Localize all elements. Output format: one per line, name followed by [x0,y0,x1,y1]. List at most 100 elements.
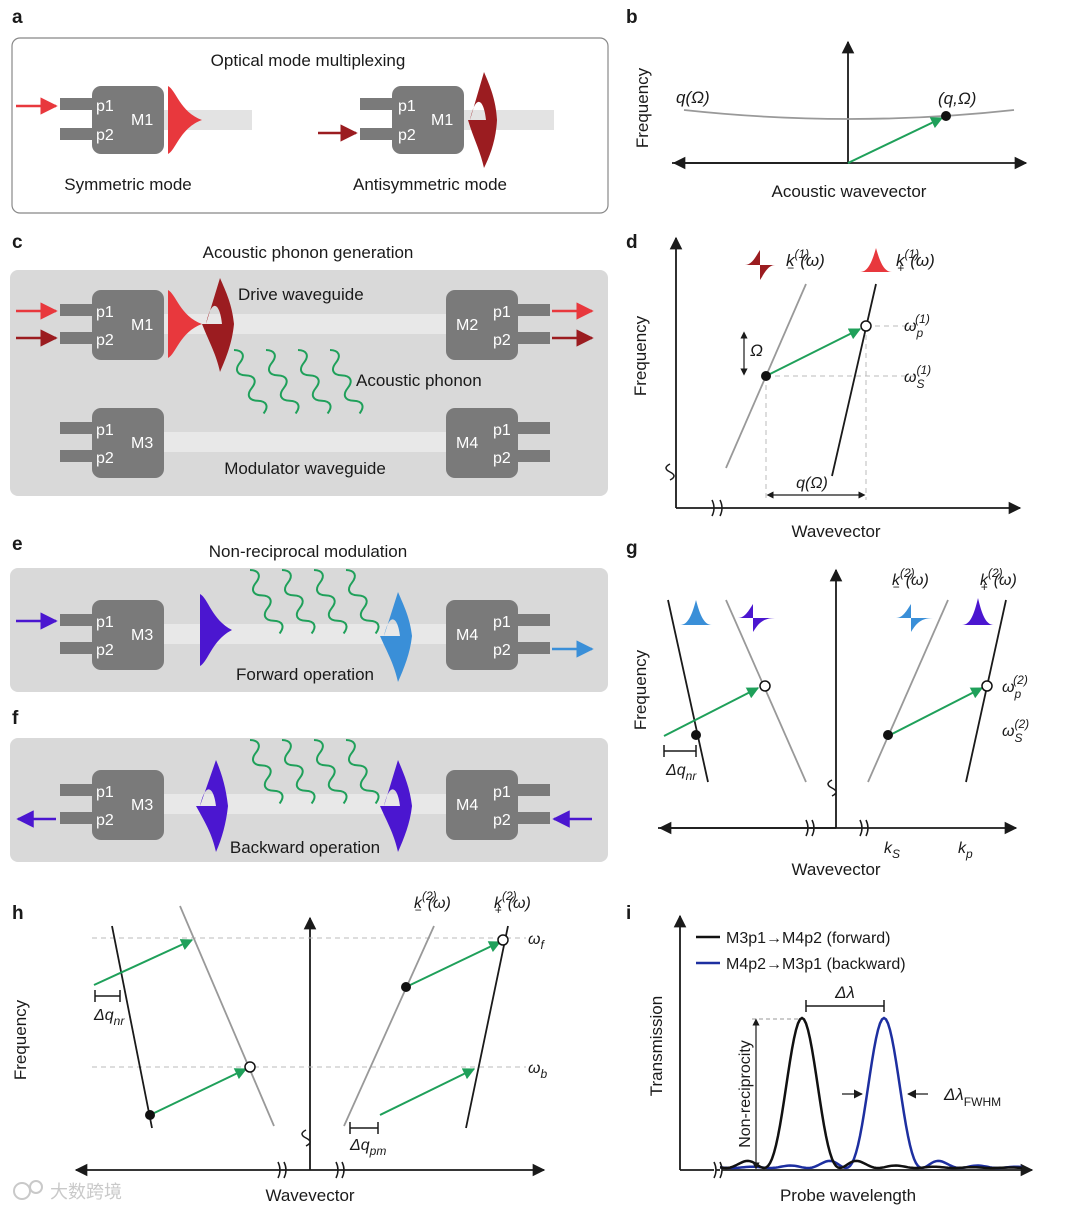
dq-nr-label: Δqnr [93,1007,125,1028]
state-dot-open [759,680,771,692]
axis-break [301,1129,311,1147]
branch-right-k-minus [867,599,949,783]
k-plus-label: k(1)+(ω) [896,247,935,275]
branch-left-k-minus [179,905,275,1127]
port-p1-label: p1 [493,614,511,631]
antisym-lobe-upper [470,72,497,120]
drive-waveguide [164,314,446,334]
port-stub [60,642,96,654]
port-p2-label: p2 [493,812,511,829]
panel-b: b q(Ω) (q,Ω) Frequency Acoustic wavevect… [626,7,1028,201]
branch-left-k-plus [111,925,153,1129]
ylabel: Frequency [11,999,30,1080]
modulator-label: Modulator waveguide [224,459,386,478]
kS-label: kS [884,840,900,861]
panel-c-title: Acoustic phonon generation [203,243,414,262]
port-p2-label: p2 [96,642,114,659]
omega-s-label: ωS(1) [904,363,931,391]
state-dot [691,730,701,740]
antisym-lobe-upper-violet [200,760,228,806]
q-label: q(Ω) [796,475,828,492]
state-dot-open [244,1061,256,1073]
port-stub [514,304,550,316]
port-p2-label: p2 [96,812,114,829]
port-p2-label: p2 [493,332,511,349]
port-stub [60,304,96,316]
panel-c: c Acoustic phonon generation p1 p2 M1 M2… [10,232,608,496]
branch-right-k-minus [343,925,435,1127]
k-minus-label: k(2)−(ω) [892,566,929,594]
port-p1-label: p1 [96,304,114,321]
panel-f: f p1 p2 M3 M4 p1 p2 Backward operation [10,708,608,862]
xlabel: Probe wavelength [780,1186,916,1205]
port-stub [514,332,550,344]
antisym-lobe-lower-blue [380,636,412,682]
point-label: (q,Ω) [938,89,976,108]
mux-m1-antisymmetric [392,86,464,154]
mux-m2 [446,290,518,360]
transition-arrow [149,1068,248,1116]
phonon-transition-arrow [765,328,862,377]
ylabel: Frequency [631,315,650,396]
port-stub [514,642,550,654]
panel-label-h: h [12,903,24,924]
state-dot-open [981,680,993,692]
nonreciprocity-label: Non-reciprocity [737,1040,754,1148]
state-dot-open [497,934,509,946]
waveguide-f [164,794,446,814]
symmetric-mode-icon-blue [680,600,712,625]
symmetric-mode-profile [168,290,202,358]
port-p1-label: p1 [493,422,511,439]
watermark: 大数跨境 [13,1180,122,1202]
antisym-lobe-upper-blue [384,592,412,636]
axis-break [277,1161,345,1179]
mux-label: M4 [456,627,478,644]
branch-right-k-plus [465,925,509,1129]
symmetric-mode-profile [168,86,202,154]
k-minus-label: k(1)−(ω) [786,247,825,275]
transition-arrow [93,939,194,986]
axis-break [711,499,723,517]
modulator-waveguide [164,432,446,452]
xlabel: Wavevector [265,1186,354,1205]
symmetric-mode-icon [860,248,892,272]
antisymmetric-mode-icon-blue [896,604,933,632]
port-stub [514,450,550,462]
port-p2-label: p2 [96,127,114,144]
mux-label: M3 [131,627,153,644]
curve-label: q(Ω) [676,88,710,107]
port-stub [60,784,96,796]
mux-m3 [92,770,164,840]
omega-p-label: ωp(2) [1002,673,1028,701]
branch-left-k-plus [667,599,709,783]
xlabel: Wavevector [791,860,880,879]
transition-arrow [379,1068,476,1116]
forward-transmission-curve [719,1016,1022,1170]
port-stub [360,98,396,110]
transition-arrow [663,687,760,737]
port-p2-label: p2 [398,127,416,144]
legend-forward: M3p1→M4p2 (forward) [726,930,891,947]
mux-label: M1 [131,112,153,129]
mux-label: M4 [456,435,478,452]
antisym-lobe-lower [468,120,497,168]
omega-f-label: ωf [528,931,545,952]
port-p1-label: p1 [398,98,416,115]
transition-arrow [887,687,984,737]
transition-arrow [405,941,502,988]
legend-backward: M4p2→M3p1 (backward) [726,956,906,973]
port-stub [60,98,96,110]
backward-transmission-curve [719,1016,1023,1170]
mux-label: M2 [456,317,478,334]
panel-a: a Optical mode multiplexing p1 p2 M1 Sym… [11,7,609,214]
panel-label-a: a [12,7,23,28]
fwhm-label: ΔλFWHM [943,1085,1001,1109]
antisym-lobe-lower-violet [196,806,228,852]
panel-i: i M3p1→M4p2 (forward) M4p2→M3p1 (backwar… [626,903,1034,1205]
port-p1-label: p1 [96,98,114,115]
xlabel: Wavevector [791,522,880,541]
final-state-dot [860,320,872,332]
antisym-lobe-lower-violet [380,806,412,852]
ylabel: Frequency [631,649,650,730]
